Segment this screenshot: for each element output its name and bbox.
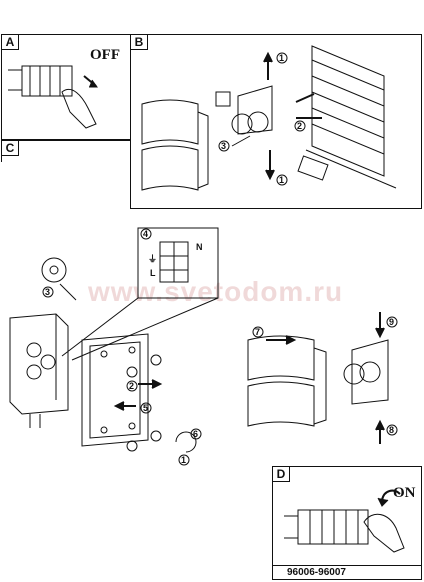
terminal-block-icon (61, 227, 219, 361)
marker-3-c: 3 (45, 287, 50, 297)
model-code-box: 96006-96007 (272, 565, 422, 580)
bracket-b-icon (215, 85, 273, 147)
cable-gland-icon (41, 257, 77, 301)
panel-b-label: B (131, 35, 148, 50)
marker-8: 8 (389, 425, 394, 435)
breaker-panel-a-icon (8, 65, 98, 129)
panel-b: B (130, 34, 422, 209)
marker-6: 6 (193, 429, 198, 439)
sensor-bracket-icon (343, 339, 389, 405)
marker-3-b: 3 (221, 141, 226, 151)
off-label: OFF (90, 47, 120, 63)
marker-7: 7 (255, 327, 260, 337)
panel-c-label: C (2, 141, 19, 156)
marker-4: 4 (143, 229, 148, 239)
marker-1-c: 1 (181, 455, 186, 465)
marker-2-b: 2 (297, 121, 302, 131)
junction-box-icon (9, 313, 69, 428)
marker-9: 9 (389, 317, 394, 327)
model-code: 96006-96007 (287, 567, 346, 578)
mounting-plate-icon (81, 333, 197, 453)
lamp-b-icon (141, 99, 209, 191)
marker-1-top: 1 (279, 53, 284, 63)
terminal-earth: ⏚ (148, 254, 157, 264)
panel-c: C (1, 140, 131, 162)
terminal-l: L (150, 268, 156, 278)
panel-a-label: A (2, 35, 19, 50)
terminal-n: N (196, 242, 203, 252)
marker-2-c: 2 (129, 381, 134, 391)
marker-1-bottom: 1 (279, 175, 284, 185)
lamp-c-icon (247, 335, 327, 427)
watermark: www.svetodom.ru (88, 276, 344, 307)
on-label: ON (393, 485, 416, 501)
panel-d-label: D (273, 467, 290, 482)
brick-wall-icon (297, 45, 397, 189)
marker-5: 5 (143, 403, 148, 413)
breaker-panel-d-icon (284, 489, 405, 553)
